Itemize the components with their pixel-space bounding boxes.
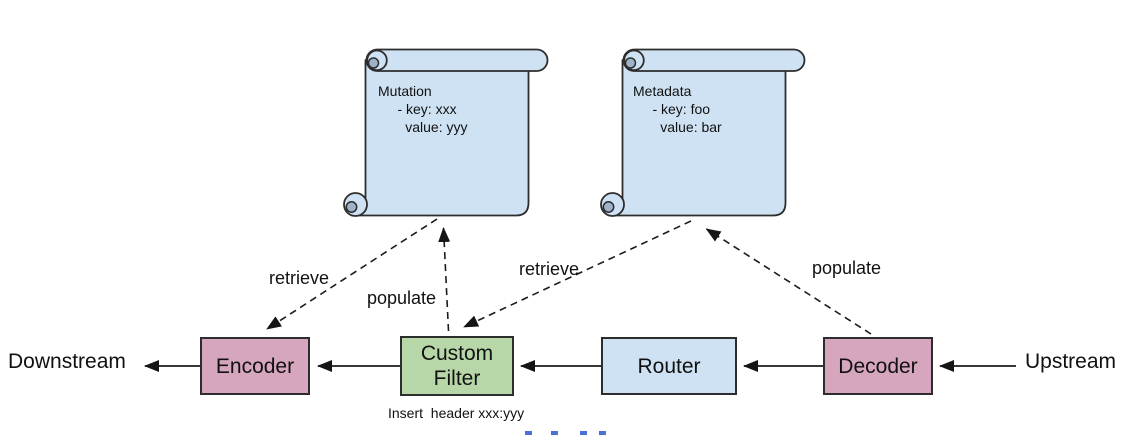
- metadata-title: Metadata: [633, 83, 692, 99]
- custom-filter-box: Custom Filter: [400, 336, 514, 396]
- upstream-label: Upstream: [1025, 350, 1117, 373]
- mutation-title: Mutation: [378, 83, 432, 99]
- router-box: Router: [601, 337, 737, 395]
- decoder-box: Decoder: [823, 337, 933, 395]
- retrieve-label-right: retrieve: [519, 259, 580, 279]
- mutation-scroll-text: Mutation - key: xxx value: yyy: [378, 82, 467, 136]
- clipped-text-mark: [580, 431, 587, 435]
- decoder-label: Decoder: [838, 354, 918, 378]
- retrieve-arrow-mutation-to-encoder: [266, 218, 438, 330]
- populate-arrow-filter-to-mutation: [438, 227, 451, 332]
- dashed-arrows: [266, 218, 872, 335]
- custom-filter-label-line2: Filter: [433, 367, 481, 390]
- metadata-value-line: value: bar: [633, 119, 722, 135]
- retrieve-label-left: retrieve: [269, 268, 330, 288]
- mutation-value-line: value: yyy: [378, 119, 468, 135]
- populate-label-left: populate: [367, 288, 437, 308]
- metadata-key-line: - key: foo: [633, 101, 711, 117]
- insert-header-note: Insert header xxx:yyy: [388, 405, 525, 421]
- encoder-box: Encoder: [200, 337, 310, 395]
- downstream-label: Downstream: [8, 350, 126, 373]
- mutation-key-line: - key: xxx: [378, 101, 457, 117]
- metadata-scroll-text: Metadata - key: foo value: bar: [633, 82, 722, 136]
- populate-label-right: populate: [812, 258, 882, 278]
- clipped-text-mark: [525, 431, 532, 435]
- encoder-label: Encoder: [215, 354, 295, 378]
- retrieve-arrow-metadata-to-filter: [463, 220, 692, 328]
- populate-arrow-decoder-to-metadata: [705, 228, 872, 335]
- router-label: Router: [637, 354, 701, 378]
- clipped-text-mark: [551, 431, 558, 435]
- custom-filter-label-line1: Custom: [420, 342, 494, 365]
- clipped-text-mark: [599, 431, 606, 435]
